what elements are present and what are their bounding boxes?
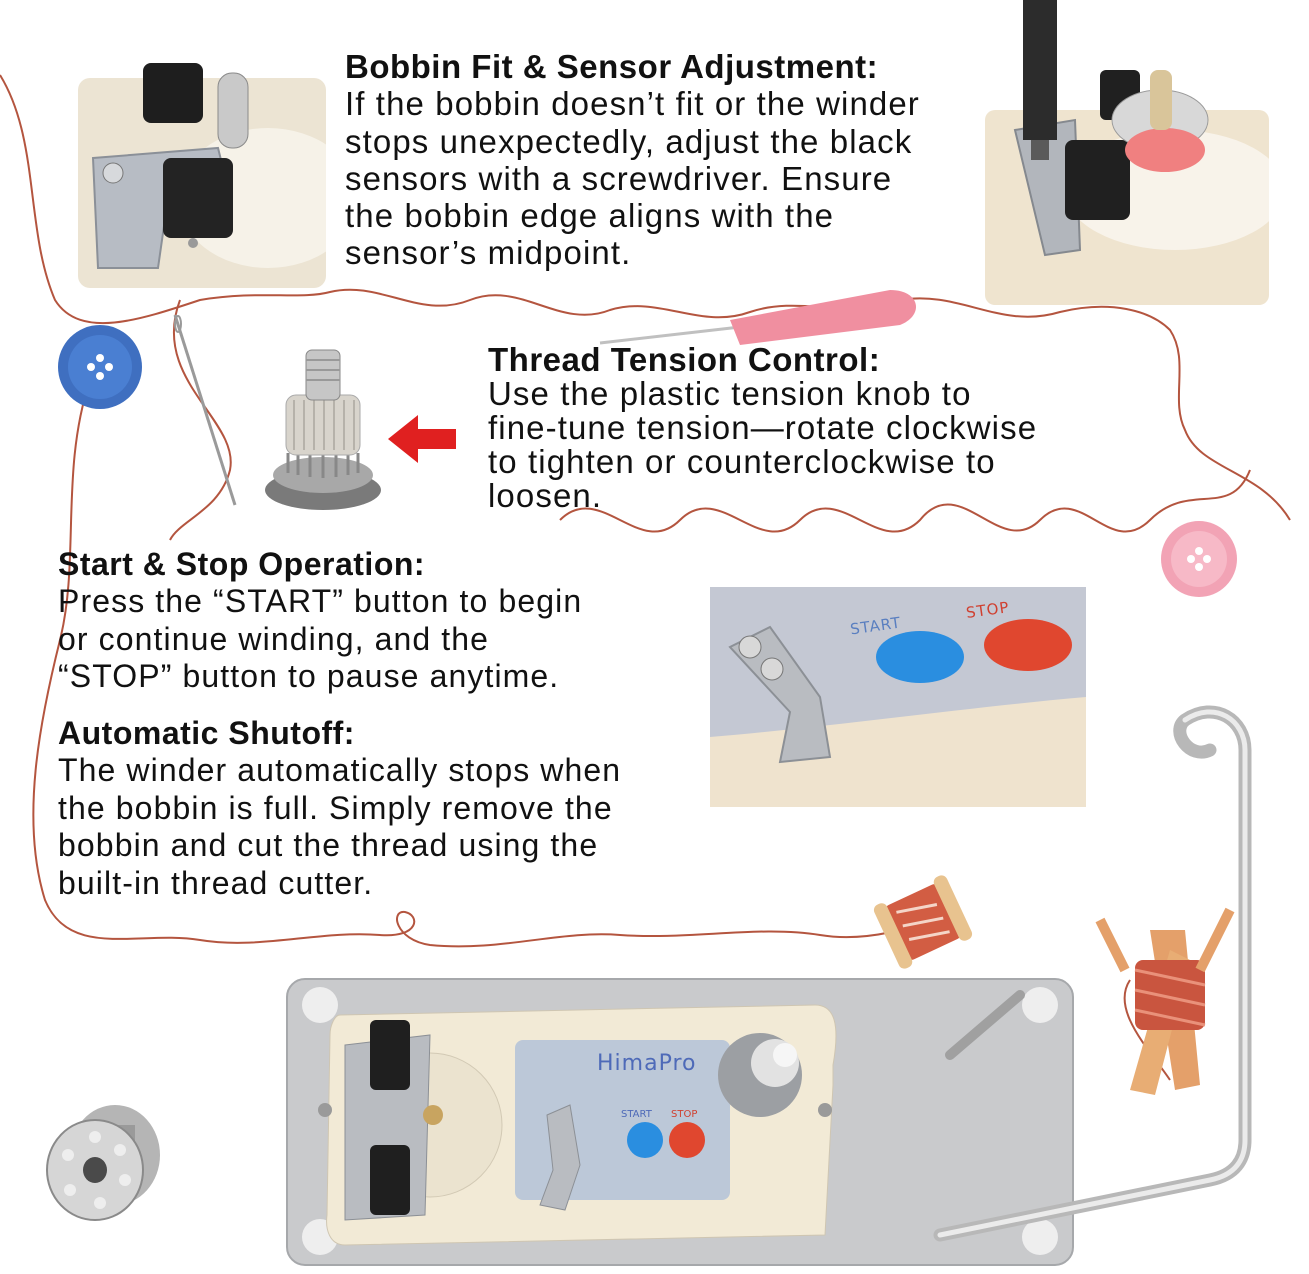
thread-tension-section: Thread Tension Control: Use the plastic … — [488, 343, 1128, 513]
auto-shutoff-heading: Automatic Shutoff: — [58, 715, 355, 751]
sensor-closeup-photo — [68, 38, 326, 288]
start-stop-closeup-photo: START STOP — [710, 587, 1086, 807]
thread-tension-text: Use the plastic tension knob to fine-tun… — [488, 374, 1038, 514]
pointer-arrow-icon — [388, 415, 456, 463]
start-stop-text: Press the “START” button to begin or con… — [58, 583, 583, 695]
device-brand-label: HimaPro — [597, 1051, 697, 1076]
device-start-label: START — [621, 1109, 652, 1120]
start-stop-section: Start & Stop Operation: Press the “START… — [58, 546, 708, 696]
bobbin-fit-text: If the bobbin doesn’t fit or the winder … — [345, 85, 920, 272]
bobbin-winder-device-photo: HimaPro START STOP — [285, 975, 1075, 1270]
thread-guide-rod-icon — [933, 705, 1252, 1242]
start-stop-heading: Start & Stop Operation: — [58, 546, 426, 582]
device-stop-label: STOP — [671, 1109, 698, 1120]
thread-clip-icon — [1095, 907, 1235, 1095]
auto-shutoff-section: Automatic Shutoff: The winder automatica… — [58, 715, 718, 902]
bobbin-fit-section: Bobbin Fit & Sensor Adjustment: If the b… — [345, 48, 1005, 272]
seam-ripper-icon — [599, 290, 917, 345]
pink-sewing-button-icon — [1161, 521, 1237, 597]
blue-sewing-button-icon — [58, 325, 142, 409]
auto-shutoff-text: The winder automatically stops when the … — [58, 752, 622, 901]
metal-bobbin-icon — [46, 1105, 160, 1221]
thread-tension-heading: Thread Tension Control: — [488, 341, 881, 378]
thread-spool-icon — [873, 875, 973, 969]
tension-knob-photo — [258, 345, 388, 517]
needle-icon — [173, 314, 237, 506]
bobbin-fit-heading: Bobbin Fit & Sensor Adjustment: — [345, 48, 879, 85]
screwdriver-adjustment-photo — [985, 0, 1269, 305]
